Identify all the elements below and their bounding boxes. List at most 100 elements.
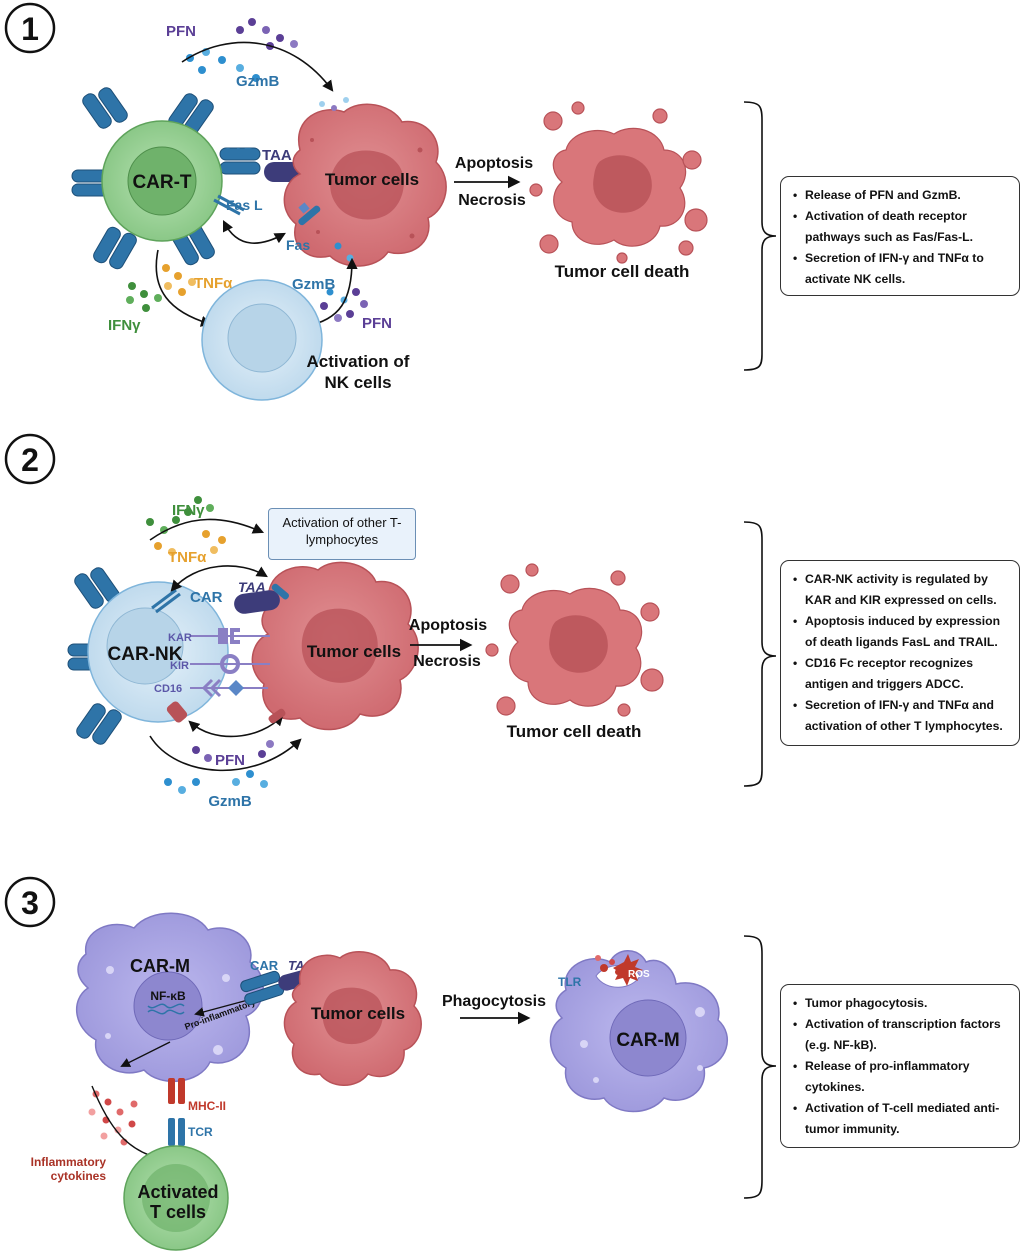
pfn-label-2: PFN <box>215 752 245 769</box>
taa-arrow-2 <box>170 565 268 592</box>
car-t-label: CAR-T <box>132 172 191 193</box>
panel-number-3: 3 <box>4 876 56 928</box>
car-m-cell <box>75 912 264 1083</box>
gzmb-top-label: GzmB <box>236 73 280 90</box>
brace-2 <box>743 521 777 787</box>
signal-arrow-3 <box>194 999 249 1017</box>
kir-receptor <box>190 654 270 674</box>
summary-2-item: CAR-NK activity is regulated by KAR and … <box>793 569 1009 611</box>
cd16-label: CD16 <box>154 683 182 695</box>
dead-tumor-2 <box>485 563 664 717</box>
car-t-cell: CAR-T <box>71 87 261 270</box>
fasl-ligand-2 <box>268 708 286 724</box>
ifng-label-2: IFNγ <box>172 502 205 519</box>
nk-activation-line1: Activation of <box>307 352 410 371</box>
cytokines-1 <box>126 264 196 312</box>
fas-receptor <box>298 202 321 226</box>
summary-3-item: Activation of transcription factors (e.g… <box>793 1014 1009 1056</box>
summary-1-item: Activation of death receptor pathways su… <box>793 206 1009 248</box>
car-t-receptors <box>71 87 261 270</box>
cd16-arrow-2 <box>188 714 284 738</box>
ifng-label-1: IFNγ <box>108 317 141 334</box>
car-receptor-3 <box>240 970 285 1006</box>
panel-3: 3 CAR-M NF-κB Pro-inflammatory CAR TAA T… <box>4 876 777 1251</box>
fasl-ligand <box>213 194 245 216</box>
taa-label-2: TAA <box>238 579 266 595</box>
fas-arrow <box>222 219 286 244</box>
ros-label: ROS <box>628 969 650 980</box>
summary-3-item: Tumor phagocytosis. <box>793 993 1009 1014</box>
tlr-label: TLR <box>558 975 582 989</box>
kir-label: KIR <box>170 660 189 672</box>
tumor-death-label-1: Tumor cell death <box>555 262 690 281</box>
ros-burst <box>595 954 643 986</box>
pfn-top-label: PFN <box>166 23 196 40</box>
nfkb-label: NF-κB <box>150 989 186 1003</box>
tumor-label-2: Tumor cells <box>307 642 401 661</box>
necrosis-label-1: Necrosis <box>458 192 526 209</box>
activation-other-t-text: Activation of other T-lymphocytes <box>282 515 402 547</box>
summary-3-item: Activation of T-cell mediated anti-tumor… <box>793 1098 1009 1140</box>
release-arrow-3 <box>120 1041 171 1067</box>
pfn-bottom-label: PFN <box>362 315 392 332</box>
summary-1-item: Secretion of IFN-γ and TNFα to activate … <box>793 248 1009 290</box>
svg-text:1: 1 <box>21 11 39 47</box>
tcell-label-line1: Activated <box>137 1182 218 1202</box>
car-label-3: CAR <box>250 958 279 973</box>
tcr <box>168 1118 185 1146</box>
activated-t-cell <box>123 1145 229 1251</box>
kar-receptor <box>190 628 270 644</box>
tumor-cell-3: Tumor cells <box>283 951 422 1086</box>
necrosis-label-2: Necrosis <box>413 653 481 670</box>
cytokines-label-line2: cytokines <box>51 1169 107 1183</box>
cd16-receptor <box>190 678 268 698</box>
granule-arrow-2 <box>149 735 302 772</box>
dna-icon <box>147 1003 185 1015</box>
tcr-label: TCR <box>188 1125 213 1139</box>
apoptosis-label-2: Apoptosis <box>409 617 487 634</box>
dead-tumor-1 <box>529 101 708 264</box>
panel-number-2: 2 <box>4 433 56 485</box>
panel-1: 1 CAR-T <box>4 2 777 401</box>
tnfa-label-2: TNFα <box>168 549 207 566</box>
granules-2 <box>164 740 274 794</box>
inflammatory-cytokines <box>88 1090 138 1146</box>
tumor-death-label-2: Tumor cell death <box>507 722 642 741</box>
car-label-1: CAR <box>222 145 255 162</box>
fasl-label: Fas L <box>226 197 263 213</box>
car-nk-label: CAR-NK <box>108 644 183 665</box>
phagocytosis-label: Phagocytosis <box>442 993 546 1010</box>
tumor-label-3: Tumor cells <box>311 1004 405 1023</box>
cytokine-arrow-2 <box>149 518 265 541</box>
panel-number-1: 1 <box>4 2 56 54</box>
gzmb-label-2: GzmB <box>208 793 252 810</box>
summary-2-item: Apoptosis induced by expression of death… <box>793 611 1009 653</box>
nk-cell-1 <box>201 279 323 401</box>
summary-2-item: CD16 Fc receptor recognizes antigen and … <box>793 653 1009 695</box>
nk-activation-line2: NK cells <box>324 373 391 392</box>
granules-bottom-1 <box>320 242 368 322</box>
cytokines-label-line1: Inflammatory <box>31 1155 107 1169</box>
taa-receptor-2 <box>271 583 290 600</box>
summary-box-1: Release of PFN and GzmB. Activation of d… <box>780 176 1020 296</box>
car-m-phagocyte-label: CAR-M <box>616 1030 679 1051</box>
tcell-label-line2: T cells <box>150 1202 206 1222</box>
svg-text:2: 2 <box>21 442 39 478</box>
summary-2-item: Secretion of IFN-γ and TNFα and activati… <box>793 695 1009 737</box>
granules-top-1 <box>186 18 349 111</box>
kar-label: KAR <box>168 632 192 644</box>
summary-3-item: Release of pro-inflammatory cytokines. <box>793 1056 1009 1098</box>
car-m-label: CAR-M <box>130 956 190 976</box>
brace-1 <box>743 101 777 371</box>
summary-box-3: Tumor phagocytosis. Activation of transc… <box>780 984 1020 1148</box>
brace-3 <box>743 935 777 1199</box>
tumor-cell-1: Tumor cells <box>283 103 447 267</box>
apoptosis-label-1: Apoptosis <box>455 155 533 172</box>
taa-antigen-2 <box>234 590 280 614</box>
gzmb-bottom-label: GzmB <box>292 276 336 293</box>
summary-box-2: CAR-NK activity is regulated by KAR and … <box>780 560 1020 746</box>
panel-2: 2 CAR-NK CAR Tumor cells <box>4 433 777 810</box>
cytokine-arrow-3 <box>91 1085 160 1161</box>
car-label-2: CAR <box>190 589 223 606</box>
